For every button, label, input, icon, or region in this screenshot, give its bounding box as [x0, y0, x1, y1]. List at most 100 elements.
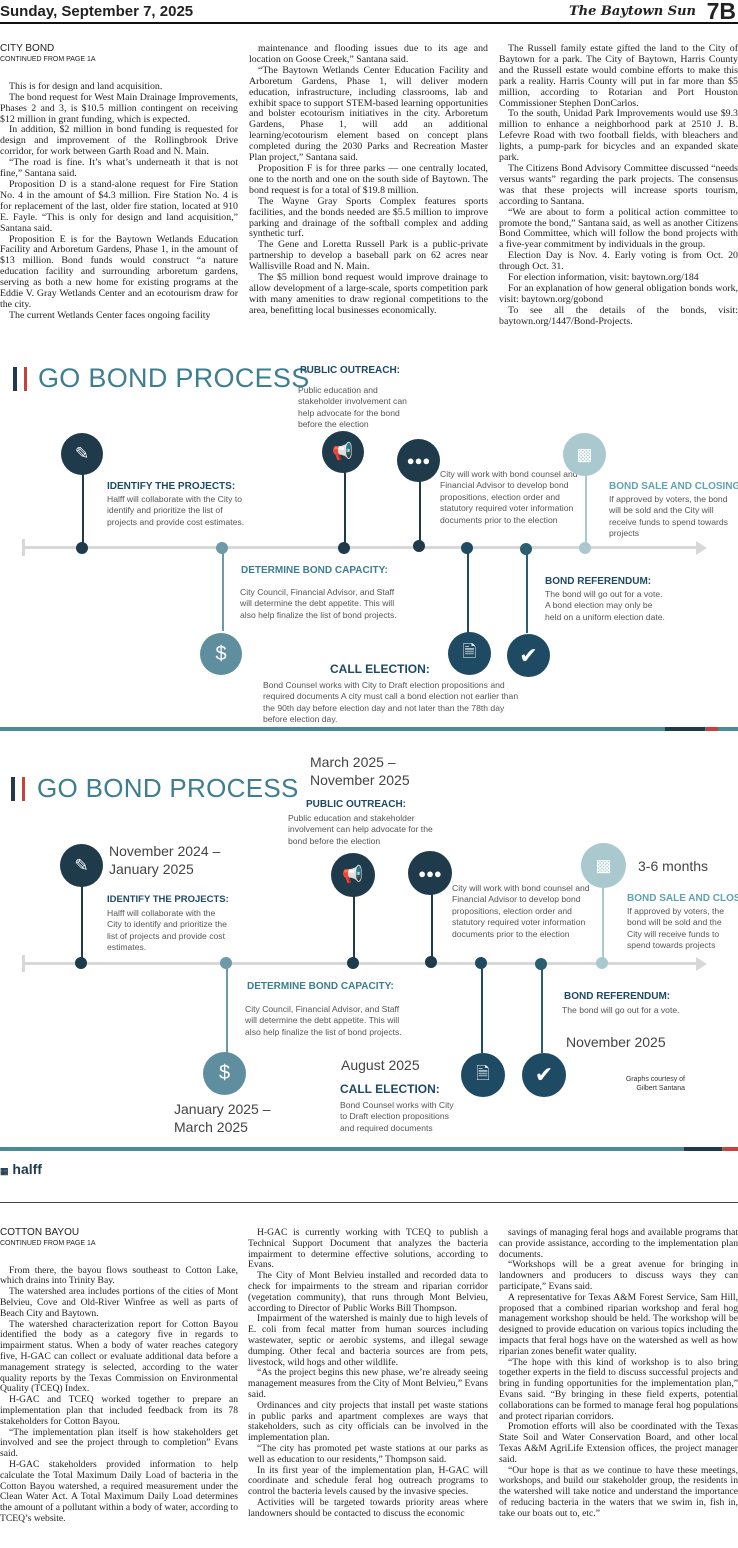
paragraph: “Workshops will be a great avenue for br…	[499, 1259, 738, 1292]
paragraph: savings of managing feral hogs and avail…	[499, 1227, 738, 1260]
article-column-3: The Russell family estate gifted the lan…	[499, 43, 738, 328]
timeline-stem	[526, 551, 528, 633]
title-mark	[24, 367, 27, 391]
outreach-heading: PUBLIC OUTREACH:	[306, 799, 406, 810]
capacity-text: City Council, Financial Advisor, and Sta…	[240, 587, 397, 620]
paragraph: “As the project begins this new phase, w…	[248, 1367, 488, 1400]
timeline-dot	[220, 957, 232, 969]
paragraph: Promotion efforts will also be coordinat…	[499, 1421, 738, 1465]
people-group-icon: ●●●	[397, 439, 440, 482]
paragraph: Election Day is Nov. 4. Early voting is …	[499, 250, 738, 273]
outreach-date: March 2025 – November 2025	[310, 754, 410, 788]
divider-accent	[706, 727, 718, 731]
timeline-stem	[541, 965, 543, 1053]
paragraph: In addition, $2 million in bond funding …	[0, 124, 238, 158]
timeline-line	[22, 546, 698, 549]
call-election-date: August 2025	[341, 1057, 420, 1073]
timeline-dot	[520, 543, 532, 555]
counsel-text: City will work with bond counsel and Fin…	[452, 883, 590, 939]
paragraph: The Gene and Loretta Russell Park is a p…	[249, 239, 488, 273]
paragraph: For an explanation of how general obliga…	[499, 282, 738, 305]
sale-date: 3-6 months	[638, 858, 709, 874]
timeline-stem	[481, 965, 483, 1053]
paragraph: “The Baytown Wetlands Center Education F…	[249, 64, 488, 164]
paragraph: “The hope with this kind of workshop is …	[499, 1356, 738, 1422]
timeline-stem	[353, 895, 355, 963]
identify-heading: IDENTIFY THE PROJECTS:	[107, 894, 229, 905]
logo-text: halff	[12, 1161, 42, 1177]
paragraph: To the south, Unidad Park Improvements w…	[499, 108, 738, 164]
cotton-bayou-article: COTTON BAYOU CONTINUED FROM PAGE 1A From…	[0, 1227, 738, 1546]
issue-date: Sunday, September 7, 2025	[0, 3, 194, 20]
timeline-stem	[467, 549, 469, 633]
timeline-stem	[222, 549, 224, 631]
document-icon: 🗎	[448, 632, 491, 675]
paragraph: H-GAC is currently working with TCEQ to …	[248, 1227, 488, 1271]
timeline-line	[22, 962, 698, 965]
paragraph: The Wayne Gray Sports Complex features s…	[249, 195, 488, 240]
referendum-text: The bond will go out for a vote. A bond …	[545, 589, 665, 622]
paragraph: The City of Mont Belvieu installed and r…	[248, 1270, 488, 1314]
sale-heading: BOND SALE AND CLOSING:	[609, 481, 738, 492]
sale-heading: BOND SALE AND CLOSING:	[627, 893, 738, 904]
timeline-dot	[596, 957, 608, 969]
paragraph: “The implementation plan itself is how s…	[0, 1426, 238, 1460]
paragraph: “The city has promoted pet waste station…	[248, 1442, 488, 1465]
people-group-icon: ●●●	[408, 851, 452, 895]
capacity-date: January 2025 – March 2025	[174, 1101, 271, 1135]
paragraph: The watershed characterization report fo…	[0, 1318, 238, 1395]
timeline-dot	[338, 542, 350, 554]
go-bond-process-graphic-2: GO BOND PROCESS March 2025 – November 20…	[0, 745, 738, 1155]
timeline-dot	[76, 542, 88, 554]
call-election-heading: CALL ELECTION:	[340, 1082, 440, 1096]
timeline-stem	[419, 480, 421, 547]
paragraph: From there, the bayou flows southeast to…	[0, 1264, 238, 1287]
paragraph: H-GAC and TCEQ worked together to prepar…	[0, 1394, 238, 1427]
timeline-start	[22, 955, 25, 972]
column-paragraphs: savings of managing feral hogs and avail…	[499, 1227, 738, 1520]
timeline-stem	[431, 893, 433, 961]
city-bond-article: CITY BOND CONTINUED FROM PAGE 1A This is…	[0, 43, 738, 346]
referendum-heading: BOND REFERENDUM:	[545, 576, 652, 587]
paragraph: The Citizens Bond Advisory Committee dis…	[499, 162, 738, 207]
timeline-arrow	[696, 541, 707, 555]
article-column-3: savings of managing feral hogs and avail…	[499, 1227, 738, 1520]
paragraph: Proposition F is for three parks — one c…	[249, 162, 488, 196]
article-column-2: H-GAC is currently working with TCEQ to …	[248, 1227, 488, 1520]
timeline-dot	[75, 957, 87, 969]
money-bill-icon: ▩	[563, 433, 606, 476]
referendum-heading: BOND REFERENDUM:	[564, 991, 671, 1002]
money-bill-icon: ▩	[581, 843, 626, 888]
call-election-text: Bond Counsel works with City to Draft el…	[263, 680, 519, 725]
title-mark	[11, 777, 15, 801]
timeline-stem	[82, 473, 84, 547]
outreach-heading: PUBLIC OUTREACH:	[300, 365, 400, 376]
graphic-divider	[0, 727, 738, 731]
capacity-heading: DETERMINE BOND CAPACITY:	[247, 981, 394, 992]
call-election-heading: CALL ELECTION:	[330, 662, 430, 676]
timeline-dot	[347, 957, 359, 969]
timeline-arrow	[696, 957, 707, 971]
megaphone-icon: 📢	[331, 853, 375, 897]
column-paragraphs: maintenance and flooding issues due to i…	[249, 43, 488, 317]
timeline-stem	[344, 467, 346, 547]
page-number: 7B	[706, 0, 736, 24]
paragraph: maintenance and flooding issues due to i…	[249, 43, 488, 65]
article-column-2: maintenance and flooding issues due to i…	[249, 43, 488, 317]
document-icon: 🗎	[461, 1053, 505, 1097]
column-paragraphs: The Russell family estate gifted the lan…	[499, 43, 738, 328]
newspaper-name: The Baytown Sun	[568, 4, 696, 19]
identify-heading: IDENTIFY THE PROJECTS:	[107, 481, 236, 492]
timeline-dot	[425, 956, 437, 968]
column-paragraphs: This is for design and land acquisition.…	[0, 81, 238, 322]
continued-note: CONTINUED FROM PAGE 1A	[0, 1239, 96, 1247]
capacity-heading: DETERMINE BOND CAPACITY:	[241, 565, 388, 576]
timeline-stem	[602, 885, 604, 963]
timeline-stem	[81, 885, 83, 963]
paragraph: A representative for Texas A&M Forest Se…	[499, 1291, 738, 1357]
paragraph: The $5 million bond request would improv…	[249, 272, 488, 316]
identify-text: Halff will collaborate with the City to …	[107, 908, 227, 953]
timeline-dot	[535, 958, 547, 970]
logo-mark-icon: ▦	[0, 1166, 9, 1176]
dollar-icon: $	[200, 633, 242, 675]
